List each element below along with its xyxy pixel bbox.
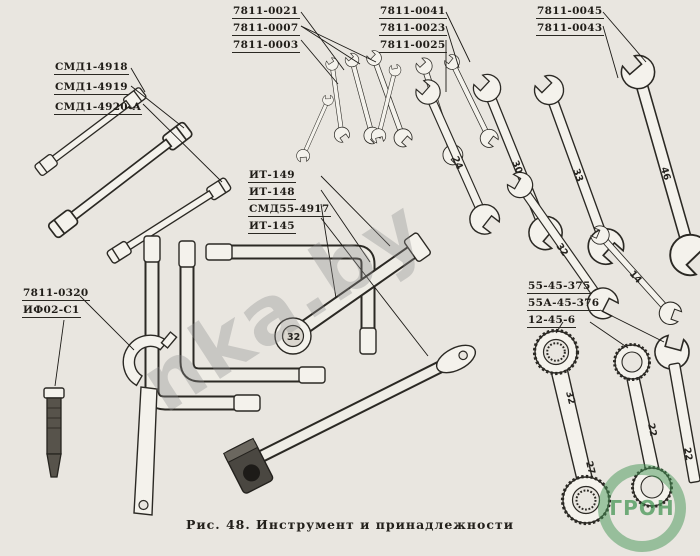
logo-watermark: ГРОН	[598, 464, 686, 552]
figure-caption: Рис. 48. Инструмент и принадлежности	[185, 517, 515, 532]
callout-label: ИТ-149	[248, 169, 296, 183]
t-handle-socket-wrench	[222, 344, 477, 494]
callout-group-small-wrenches: 7811-0021 7811-0007 7811-0003	[232, 5, 300, 56]
wrench-size-label: 32	[563, 390, 577, 406]
open-end-wrenches-large: 24 30 33 46 32 14	[404, 45, 700, 333]
callout-label: 7811-0021	[232, 5, 300, 19]
wrench-size-label: 24	[449, 155, 465, 172]
callout-label: 12-45-6	[527, 314, 577, 328]
callout-label: ИТ-145	[248, 220, 296, 234]
callout-label: СМД1-4919	[54, 81, 129, 95]
callout-label: 7811-0043	[536, 22, 604, 36]
hook-spanner	[122, 331, 178, 516]
wrench-size-label: 22	[645, 422, 659, 437]
callout-label: СМД55-4917	[248, 203, 331, 217]
ring-spanner-32-27: 32 27	[532, 328, 612, 526]
wrench-size-label: 22	[681, 447, 694, 462]
callout-label: 7811-0007	[232, 22, 300, 36]
callout-label: 7811-0045	[536, 5, 604, 19]
callout-label: СМД1-4918	[54, 61, 129, 75]
callout-group-tube-sockets: СМД1-4918 СМД1-4919 СМД1-4920-А	[54, 61, 143, 121]
wrench-size-label: 30	[509, 159, 524, 176]
callout-label: СМД1-4920-А	[54, 101, 143, 115]
callout-label: 7811-0320	[22, 287, 90, 301]
wrench-size-label: 27	[583, 460, 597, 476]
callout-label: ИТ-148	[248, 186, 296, 200]
wrench-size-label: 46	[658, 166, 672, 182]
callout-label: ИФ02-С1	[22, 304, 81, 318]
callout-label: 7811-0025	[379, 39, 447, 53]
callout-group-large-wrenches: 7811-0045 7811-0043	[536, 5, 604, 39]
callout-group-socket-kit: ИТ-149 ИТ-148 СМД55-4917 ИТ-145	[248, 169, 331, 237]
callout-label: 7811-0023	[379, 22, 447, 36]
callout-label: 7811-0003	[232, 39, 300, 53]
callout-label: 7811-0041	[379, 5, 447, 19]
callout-group-hook-spanner: 7811-0320 ИФ02-С1	[22, 287, 90, 321]
callout-group-ring-wrenches: 55-45-375 55А-45-376 12-45-6	[527, 280, 601, 331]
leader-lines	[54, 11, 665, 387]
l-socket-wrenches	[143, 235, 377, 412]
wrench-size-label: 33	[570, 167, 585, 183]
open-end-wrenches-small	[292, 46, 418, 167]
socket-wrench-diagonal: 32	[274, 232, 431, 355]
logo-watermark-text: ГРОН	[609, 496, 675, 520]
socket-size-label: 32	[287, 332, 300, 343]
callout-label: 55А-45-376	[527, 297, 601, 311]
callout-label: 55-45-375	[527, 280, 592, 294]
open-end-wrench-22: 22	[650, 332, 700, 484]
drift-punch	[43, 387, 65, 478]
callout-group-medium-wrenches: 7811-0041 7811-0023 7811-0025	[379, 5, 447, 56]
